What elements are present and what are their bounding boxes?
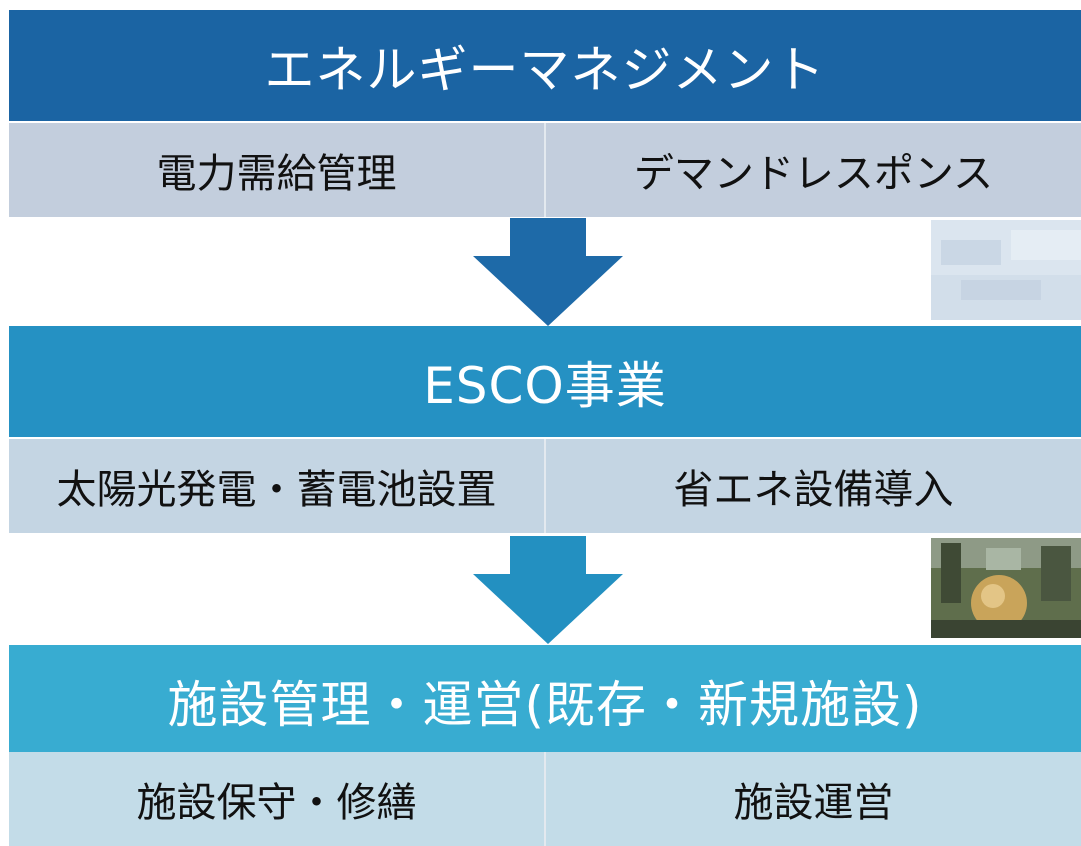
tier-1-header: エネルギーマネジメント xyxy=(9,10,1081,121)
thumbnail-image-2 xyxy=(931,538,1081,638)
tier-1-item-1: 電力需給管理 xyxy=(9,123,546,217)
tier-2-items: 太陽光発電・蓄電池設置 省エネ設備導入 xyxy=(9,439,1081,533)
down-arrow-icon xyxy=(473,218,623,326)
tier-2-title: ESCO事業 xyxy=(423,356,667,415)
tier-2-header: ESCO事業 xyxy=(9,326,1081,437)
down-arrow-icon xyxy=(473,536,623,644)
tier-1-title: エネルギーマネジメント xyxy=(264,40,826,99)
tier-3-title: 施設管理・運営(既存・新規施設) xyxy=(167,675,923,734)
tier-1-item-2: デマンドレスポンス xyxy=(633,151,994,197)
tier-3-items: 施設保守・修繕 施設運営 xyxy=(9,752,1081,846)
tier-2-item-2: 省エネ設備導入 xyxy=(673,467,954,513)
tier-1-items: 電力需給管理 デマンドレスポンス xyxy=(9,123,1081,217)
thumbnail-image-1 xyxy=(931,220,1081,320)
tier-2-item-1: 太陽光発電・蓄電池設置 xyxy=(9,439,546,533)
tier-3-item-2: 施設運営 xyxy=(733,780,894,826)
tier-3-item-1: 施設保守・修繕 xyxy=(9,752,546,846)
tier-3-header: 施設管理・運営(既存・新規施設) xyxy=(9,645,1081,756)
